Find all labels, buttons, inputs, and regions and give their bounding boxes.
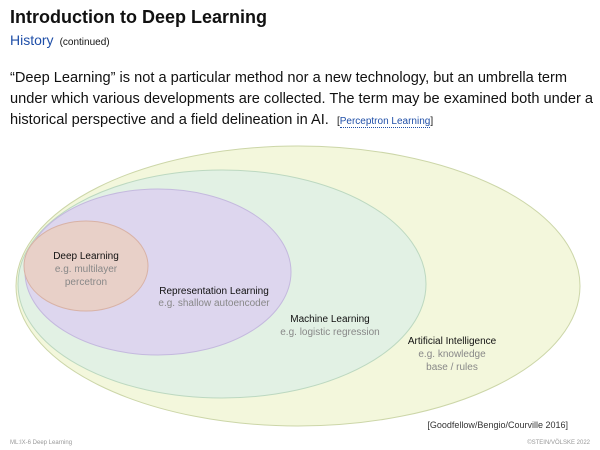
- ml-example: e.g. logistic regression: [280, 327, 380, 338]
- slide-title: Introduction to Deep Learning: [10, 7, 267, 27]
- dl-example-line1: e.g. multilayer: [55, 264, 118, 275]
- rl-label: Representation Learning: [159, 286, 269, 297]
- subtitle-note: (continued): [59, 37, 110, 48]
- ai-example-line2: base / rules: [426, 362, 478, 373]
- ref-bracket-open: [: [336, 116, 340, 127]
- ai-example-line1: e.g. knowledge: [418, 349, 486, 360]
- footer-right: ©STEIN/VÖLSKE 2022: [527, 440, 590, 446]
- footer-left: ML:IX-6 Deep Learning: [10, 440, 73, 446]
- perceptron-learning-link[interactable]: Perceptron Learning: [339, 116, 431, 128]
- body-text: “Deep Learning” is not a particular meth…: [10, 70, 593, 128]
- subtitle-text: History: [10, 32, 54, 48]
- ml-label: Machine Learning: [290, 314, 370, 325]
- dl-label: Deep Learning: [53, 251, 119, 262]
- rl-example: e.g. shallow autoencoder: [158, 298, 270, 309]
- ref-bracket-close: ]: [430, 116, 434, 127]
- dl-example-line2: percetron: [65, 277, 107, 288]
- citation: [Goodfellow/Bengio/Courville 2016]: [427, 420, 568, 430]
- dl-ellipse: [23, 220, 149, 312]
- body-paragraph: “Deep Learning” is not a particular meth…: [10, 68, 595, 132]
- slide-subtitle: History (continued): [10, 32, 110, 48]
- ai-label: Artificial Intelligence: [408, 336, 497, 347]
